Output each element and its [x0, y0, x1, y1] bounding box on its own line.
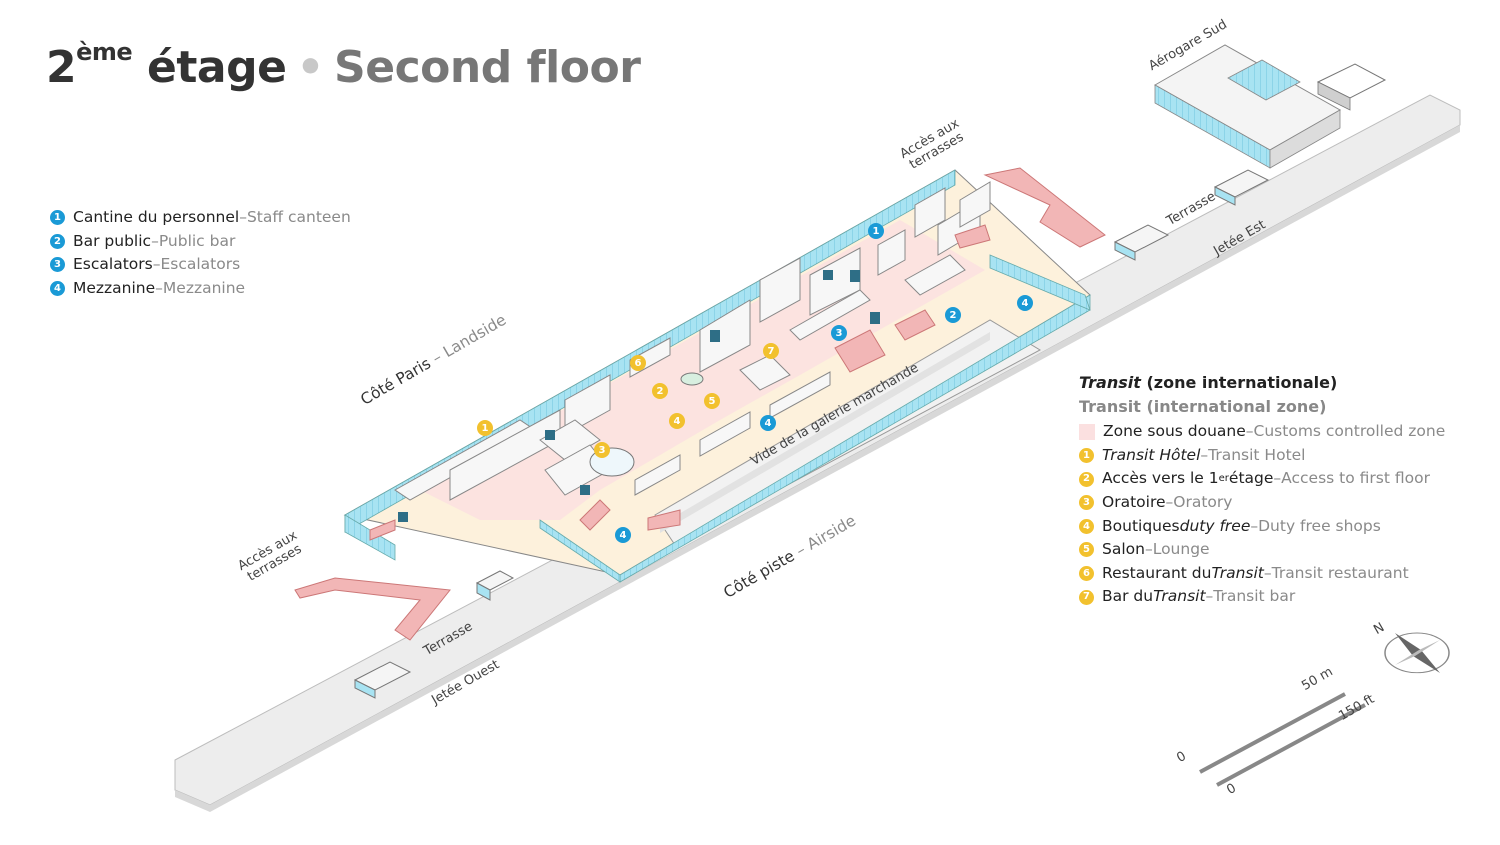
marker-yellow-6: 6 — [630, 355, 646, 371]
marker-yellow-1: 1 — [477, 420, 493, 436]
number-badge: 4 — [50, 281, 65, 297]
customs-zone-swatch — [1079, 423, 1095, 440]
number-badge: 3 — [1079, 495, 1094, 511]
number-badge: 2 — [50, 233, 65, 249]
legend-transit-zone: Transit (zone internationale) Transit (i… — [1079, 371, 1445, 609]
legend-transit-header-en: Transit (international zone) — [1079, 396, 1327, 416]
marker-blue-1: 1 — [868, 223, 884, 239]
number-badge: 3 — [50, 257, 65, 273]
marker-blue-3: 3 — [831, 325, 847, 341]
marker-blue-4b: 4 — [760, 415, 776, 431]
marker-blue-4a: 4 — [1017, 295, 1033, 311]
terrace-bridge-west — [294, 577, 451, 641]
number-badge: 7 — [1079, 589, 1094, 605]
number-badge: 6 — [1079, 566, 1094, 582]
marker-blue-2: 2 — [945, 307, 961, 323]
legend-transit-header-fr: Transit (zone internationale) — [1079, 373, 1338, 392]
number-badge: 4 — [1079, 518, 1094, 534]
marker-yellow-7: 7 — [763, 343, 779, 359]
gallery-void — [654, 319, 1042, 546]
compass-icon — [1384, 632, 1450, 674]
page-title: 2ème étage•Second floor — [46, 38, 641, 93]
terrace-bridge-east — [983, 167, 1106, 248]
number-badge: 1 — [50, 210, 65, 226]
marker-blue-4c: 4 — [615, 527, 631, 543]
number-badge: 2 — [1079, 471, 1094, 487]
scale-bar — [1199, 692, 1366, 787]
legend-customs-zone: Zone sous douane – Customs controlled zo… — [1079, 420, 1445, 444]
marker-yellow-2: 2 — [652, 383, 668, 399]
number-badge: 1 — [1079, 448, 1094, 464]
marker-yellow-3: 3 — [594, 442, 610, 458]
number-badge: 5 — [1079, 542, 1094, 558]
marker-yellow-5: 5 — [704, 393, 720, 409]
marker-yellow-4: 4 — [669, 413, 685, 429]
